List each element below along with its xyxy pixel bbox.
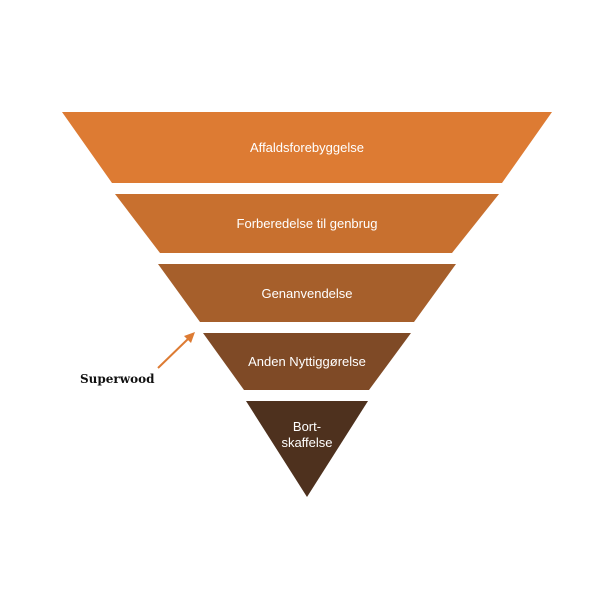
arrow-head-icon: [184, 332, 195, 343]
tier-label: Genanvendelse: [261, 286, 352, 301]
tier-genanvendelse: Genanvendelse: [158, 264, 456, 322]
tier-bortskaffelse: Bort- skaffelse: [246, 401, 368, 497]
tier-label: Affaldsforebyggelse: [250, 140, 364, 155]
superwood-label: Superwood: [80, 372, 155, 386]
tier-shape: [158, 264, 456, 322]
tier-anden-nyttiggorelse: Anden Nyttiggørelse: [203, 333, 411, 390]
tier-label: Anden Nyttiggørelse: [248, 354, 366, 369]
annotation-arrow-line: [157, 337, 190, 369]
tier-affaldsforebyggelse: Affaldsforebyggelse: [62, 112, 552, 183]
tier-shape: [115, 194, 499, 253]
tier-forberedelse-til-genbrug: Forberedelse til genbrug: [115, 194, 499, 253]
tier-shape: [246, 401, 368, 497]
tier-label: Forberedelse til genbrug: [237, 216, 378, 231]
tier-shape: [62, 112, 552, 183]
superwood-annotation: Superwood: [80, 332, 195, 386]
tier-shape: [203, 333, 411, 390]
tier-label-line-1: Bort-: [293, 419, 321, 434]
tier-label-line-2: skaffelse: [281, 435, 332, 450]
